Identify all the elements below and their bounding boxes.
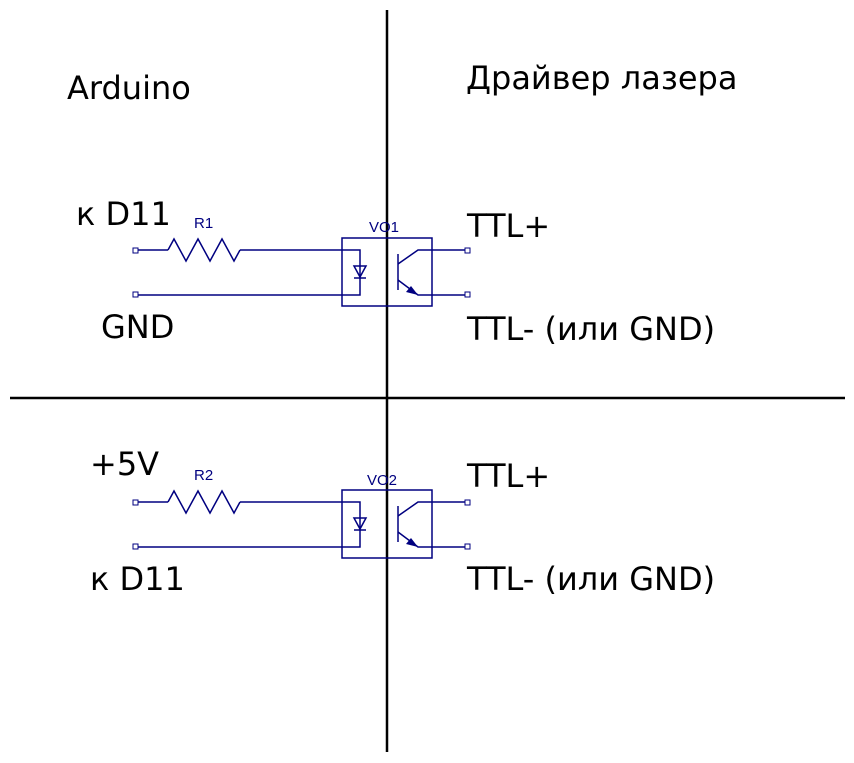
top-led-lead <box>342 249 361 296</box>
top-pin-out-1 <box>464 247 471 254</box>
bottom-output-top-label: TTL+ <box>466 457 550 495</box>
bottom-resistor <box>167 489 241 515</box>
top-resistor <box>167 237 241 263</box>
left-title: Arduino <box>67 69 191 107</box>
bottom-optocoupler-label: VO2 <box>367 472 397 489</box>
top-transistor-arrow <box>406 286 418 295</box>
bottom-input-top-label: +5V <box>90 445 159 483</box>
top-resistor-label: R1 <box>194 215 213 232</box>
top-optocoupler-box <box>341 237 433 307</box>
bottom-led-lead <box>342 501 361 548</box>
top-input-bottom-label: GND <box>101 308 174 346</box>
bottom-pin-out-1 <box>464 499 471 506</box>
top-output-top-label: TTL+ <box>466 207 550 245</box>
bottom-transistor-arrow <box>406 538 418 547</box>
top-led-diode <box>352 265 368 279</box>
top-pin-in-1 <box>132 247 139 254</box>
top-transistor-collector <box>397 249 432 265</box>
top-input-top-label: к D11 <box>76 195 171 233</box>
top-optocoupler-label: VO1 <box>369 219 399 236</box>
bottom-input-bottom-label: к D11 <box>90 560 185 598</box>
bottom-led-diode <box>352 517 368 531</box>
bottom-pin-in-2 <box>132 543 139 550</box>
right-title: Драйвер лазера <box>466 59 737 97</box>
top-pin-in-2 <box>132 291 139 298</box>
bottom-pin-in-1 <box>132 499 139 506</box>
bottom-output-bottom-label: TTL- (или GND) <box>466 560 715 598</box>
top-pin-out-2 <box>464 291 471 298</box>
bottom-pin-out-2 <box>464 543 471 550</box>
bottom-resistor-label: R2 <box>194 467 213 484</box>
top-circuit: к D11 GND R1 VO1 TTL+ TTL- (или GND) <box>76 195 715 348</box>
top-output-bottom-label: TTL- (или GND) <box>466 310 715 348</box>
bottom-circuit: +5V к D11 R2 VO2 TTL+ TTL- (или GND) <box>90 445 715 598</box>
bottom-transistor-collector <box>397 501 432 517</box>
bottom-optocoupler-box <box>341 489 433 559</box>
